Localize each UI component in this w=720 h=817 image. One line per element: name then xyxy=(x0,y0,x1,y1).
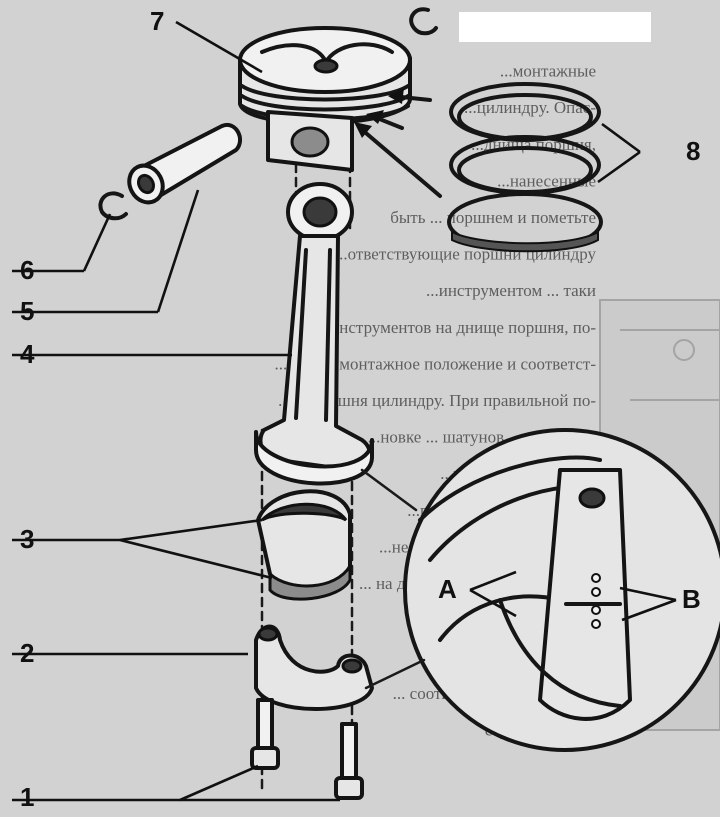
background-text-line: ...ие поршня цилиндру. При правильной по… xyxy=(278,391,596,410)
background-text-line: ...ым инструментов на днище поршня, по- xyxy=(291,318,596,337)
piston-pin-circlip-left xyxy=(98,191,128,221)
connecting-rod-cap xyxy=(254,624,374,711)
background-text-line: ...метьте монтажное положение и соответс… xyxy=(274,354,596,373)
callout-A: A xyxy=(438,574,457,604)
callout-2: 2 xyxy=(20,638,34,668)
piston-pin xyxy=(127,122,242,205)
callout-3: 3 xyxy=(20,524,34,554)
piston-rings xyxy=(447,82,603,253)
background-text-line: ...монтажные xyxy=(500,62,596,81)
callout-B: B xyxy=(682,584,701,614)
ring-groove-arrows xyxy=(354,88,442,198)
callout-6: 6 xyxy=(20,255,34,285)
background-text-line: ...инструментом ... таки xyxy=(426,281,596,300)
label-box xyxy=(459,12,651,42)
leader-lines xyxy=(12,20,677,802)
detail-view-circle xyxy=(403,428,720,752)
bearing-shells xyxy=(256,489,352,601)
piston xyxy=(238,26,412,172)
cap-bolts xyxy=(250,698,364,800)
connecting-rod xyxy=(254,182,374,486)
callout-7: 7 xyxy=(150,6,164,36)
callout-1: 1 xyxy=(20,782,34,812)
background-text-line: ...цилиндру. Опас- xyxy=(464,98,596,117)
background-text-line: быть ... поршнем и пометьте xyxy=(390,208,596,227)
piston-pin-circlip-top xyxy=(409,7,438,36)
detail-connection-lines xyxy=(360,468,426,690)
callout-4: 4 xyxy=(20,339,35,369)
callout-5: 5 xyxy=(20,296,34,326)
callout-8: 8 xyxy=(686,136,700,166)
